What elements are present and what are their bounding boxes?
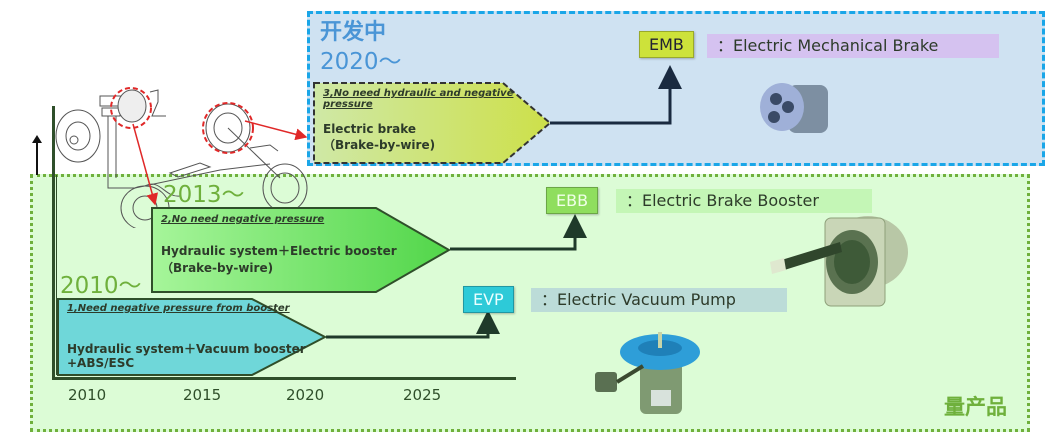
axis-up-arrow-icon bbox=[32, 135, 42, 143]
ebb-product-image bbox=[770, 216, 908, 307]
desc-ebb: ：Electric Brake Booster bbox=[616, 189, 872, 213]
axis-tick-2020: 2020 bbox=[286, 386, 325, 404]
timeline-horizontal-axis bbox=[52, 377, 516, 380]
tag-emb: EMB bbox=[639, 31, 694, 58]
stage-1-title: 1,Need negative pressure from booster bbox=[67, 303, 290, 314]
stage-3-title: 3,No need hydraulic and negative pressur… bbox=[323, 88, 514, 110]
axis-tick-2015: 2015 bbox=[183, 386, 222, 404]
mass-production-label: 量产品 bbox=[944, 395, 1007, 419]
pointer-drum-to-emb bbox=[244, 120, 308, 141]
stage-1-line1: Hydraulic system＋Vacuum booster bbox=[67, 342, 306, 356]
stage-3-line1: Electric brake bbox=[323, 122, 417, 136]
connector-stage1-to-evp bbox=[326, 310, 500, 339]
brake-system-drawing bbox=[55, 87, 308, 228]
stage-1-box: 1,Need negative pressure from booster Hy… bbox=[57, 298, 328, 376]
tag-ebb: EBB bbox=[546, 187, 599, 214]
pointer-booster-to-ebb bbox=[132, 123, 159, 206]
timeline-vertical-axis-inner bbox=[56, 175, 57, 375]
emb-product-image bbox=[760, 83, 828, 133]
tag-evp: EVP bbox=[463, 286, 514, 313]
year-label-2013: 2013～ bbox=[163, 182, 245, 208]
year-label-2020: 2020～ bbox=[320, 49, 402, 75]
connector-stage3-to-emb bbox=[550, 65, 682, 125]
year-label-2010: 2010～ bbox=[60, 273, 142, 299]
stage-3-line2: （Brake-by-wire) bbox=[323, 138, 436, 152]
stage-3-box: 3,No need hydraulic and negative pressur… bbox=[313, 82, 553, 164]
axis-up-arrow-shaft bbox=[36, 140, 38, 175]
desc-evp: ：Electric Vacuum Pump bbox=[531, 288, 787, 312]
stage-2-line2: （Brake-by-wire) bbox=[161, 261, 274, 275]
evp-product-image bbox=[595, 332, 700, 414]
timeline-vertical-axis bbox=[52, 106, 55, 380]
stage-2-line1: Hydraulic system＋Electric booster bbox=[161, 244, 397, 258]
axis-tick-2010: 2010 bbox=[68, 386, 107, 404]
axis-tick-2025: 2025 bbox=[403, 386, 442, 404]
stage-1-line2: +ABS/ESC bbox=[67, 356, 135, 370]
desc-emb: ：Electric Mechanical Brake bbox=[707, 34, 999, 58]
in-development-label: 开发中 bbox=[320, 20, 387, 45]
connector-stage2-to-ebb bbox=[450, 214, 587, 251]
stage-2-box: 2,No need negative pressure Hydraulic sy… bbox=[151, 207, 452, 293]
stage-2-title: 2,No need negative pressure bbox=[161, 214, 325, 225]
